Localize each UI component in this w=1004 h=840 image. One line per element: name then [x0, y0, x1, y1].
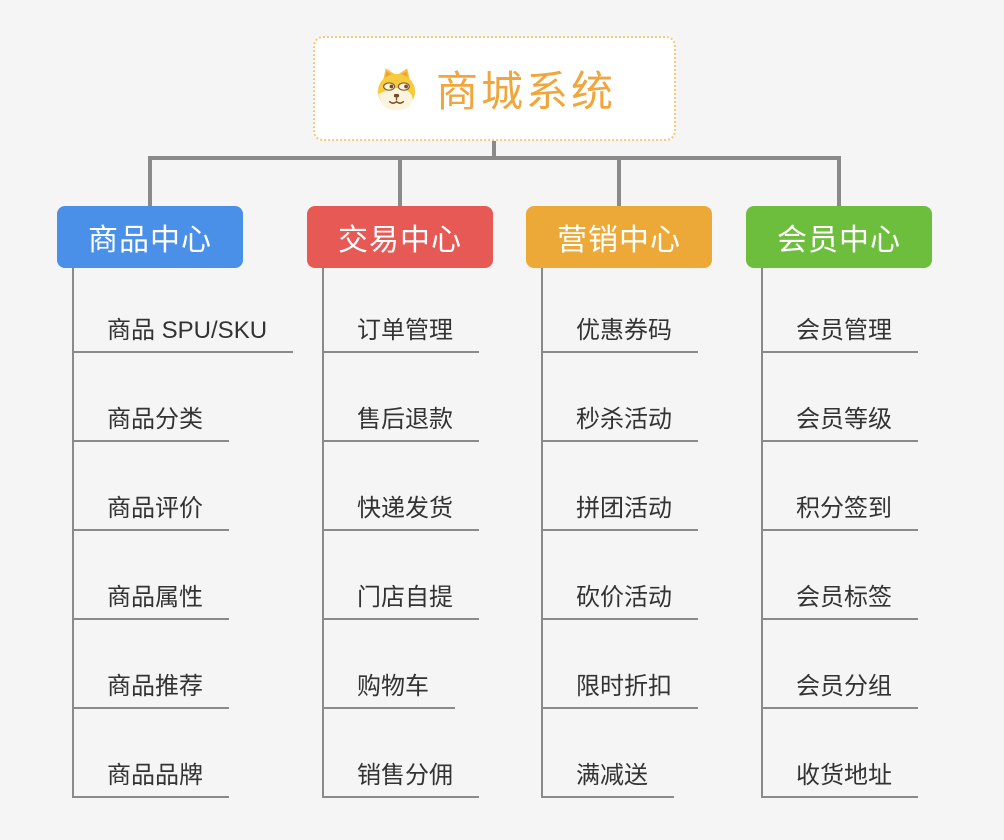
branch-node-member-center[interactable]: 会员中心: [746, 206, 932, 268]
root-node[interactable]: 商城系统: [313, 36, 676, 141]
mindmap-topic[interactable]: 拼团活动: [543, 442, 698, 531]
branch-topics-trade-center: 订单管理售后退款快递发货门店自提购物车销售分佣: [322, 268, 479, 798]
mindmap-topic[interactable]: 会员分组: [763, 620, 918, 709]
mindmap-topic[interactable]: 商品属性: [74, 531, 229, 620]
mindmap-topic[interactable]: 售后退款: [324, 353, 479, 442]
mindmap-topic[interactable]: 限时折扣: [543, 620, 698, 709]
branch-node-trade-center[interactable]: 交易中心: [307, 206, 493, 268]
mindmap-topic[interactable]: 商品 SPU/SKU: [74, 268, 294, 353]
branch-topics-member-center: 会员管理会员等级积分签到会员标签会员分组收货地址: [761, 268, 918, 798]
mindmap-topic[interactable]: 会员等级: [763, 353, 918, 442]
root-title: 商城系统: [435, 68, 616, 115]
mindmap-topic[interactable]: 收货地址: [763, 709, 918, 798]
mindmap-topic[interactable]: 满减送: [543, 709, 674, 798]
mindmap-topic[interactable]: 订单管理: [324, 268, 479, 353]
mindmap-topic[interactable]: 优惠券码: [543, 268, 698, 353]
mindmap-topic[interactable]: 快递发货: [324, 442, 479, 531]
mindmap-topic[interactable]: 会员管理: [763, 268, 918, 353]
mindmap-topic[interactable]: 秒杀活动: [543, 353, 698, 442]
mindmap-topic[interactable]: 购物车: [324, 620, 455, 709]
branch-member-center: 会员中心会员管理会员等级积分签到会员标签会员分组收货地址: [746, 206, 932, 798]
branch-node-marketing-center[interactable]: 营销中心: [526, 206, 712, 268]
mindmap-topic[interactable]: 销售分佣: [324, 709, 479, 798]
branch-trade-center: 交易中心订单管理售后退款快递发货门店自提购物车销售分佣: [307, 206, 493, 798]
mindmap-topic[interactable]: 积分签到: [763, 442, 918, 531]
branch-node-product-center[interactable]: 商品中心: [57, 206, 243, 268]
mindmap-topic[interactable]: 门店自提: [324, 531, 479, 620]
mindmap-topic[interactable]: 商品评价: [74, 442, 229, 531]
mindmap-topic[interactable]: 商品推荐: [74, 620, 229, 709]
mindmap-topic[interactable]: 商品品牌: [74, 709, 229, 798]
doge-icon: [377, 68, 416, 111]
branch-topics-marketing-center: 优惠券码秒杀活动拼团活动砍价活动限时折扣满减送: [541, 268, 698, 798]
branch-marketing-center: 营销中心优惠券码秒杀活动拼团活动砍价活动限时折扣满减送: [526, 206, 712, 798]
mindmap-topic[interactable]: 商品分类: [74, 353, 229, 442]
mindmap-topic[interactable]: 砍价活动: [543, 531, 698, 620]
mindmap-topic[interactable]: 会员标签: [763, 531, 918, 620]
